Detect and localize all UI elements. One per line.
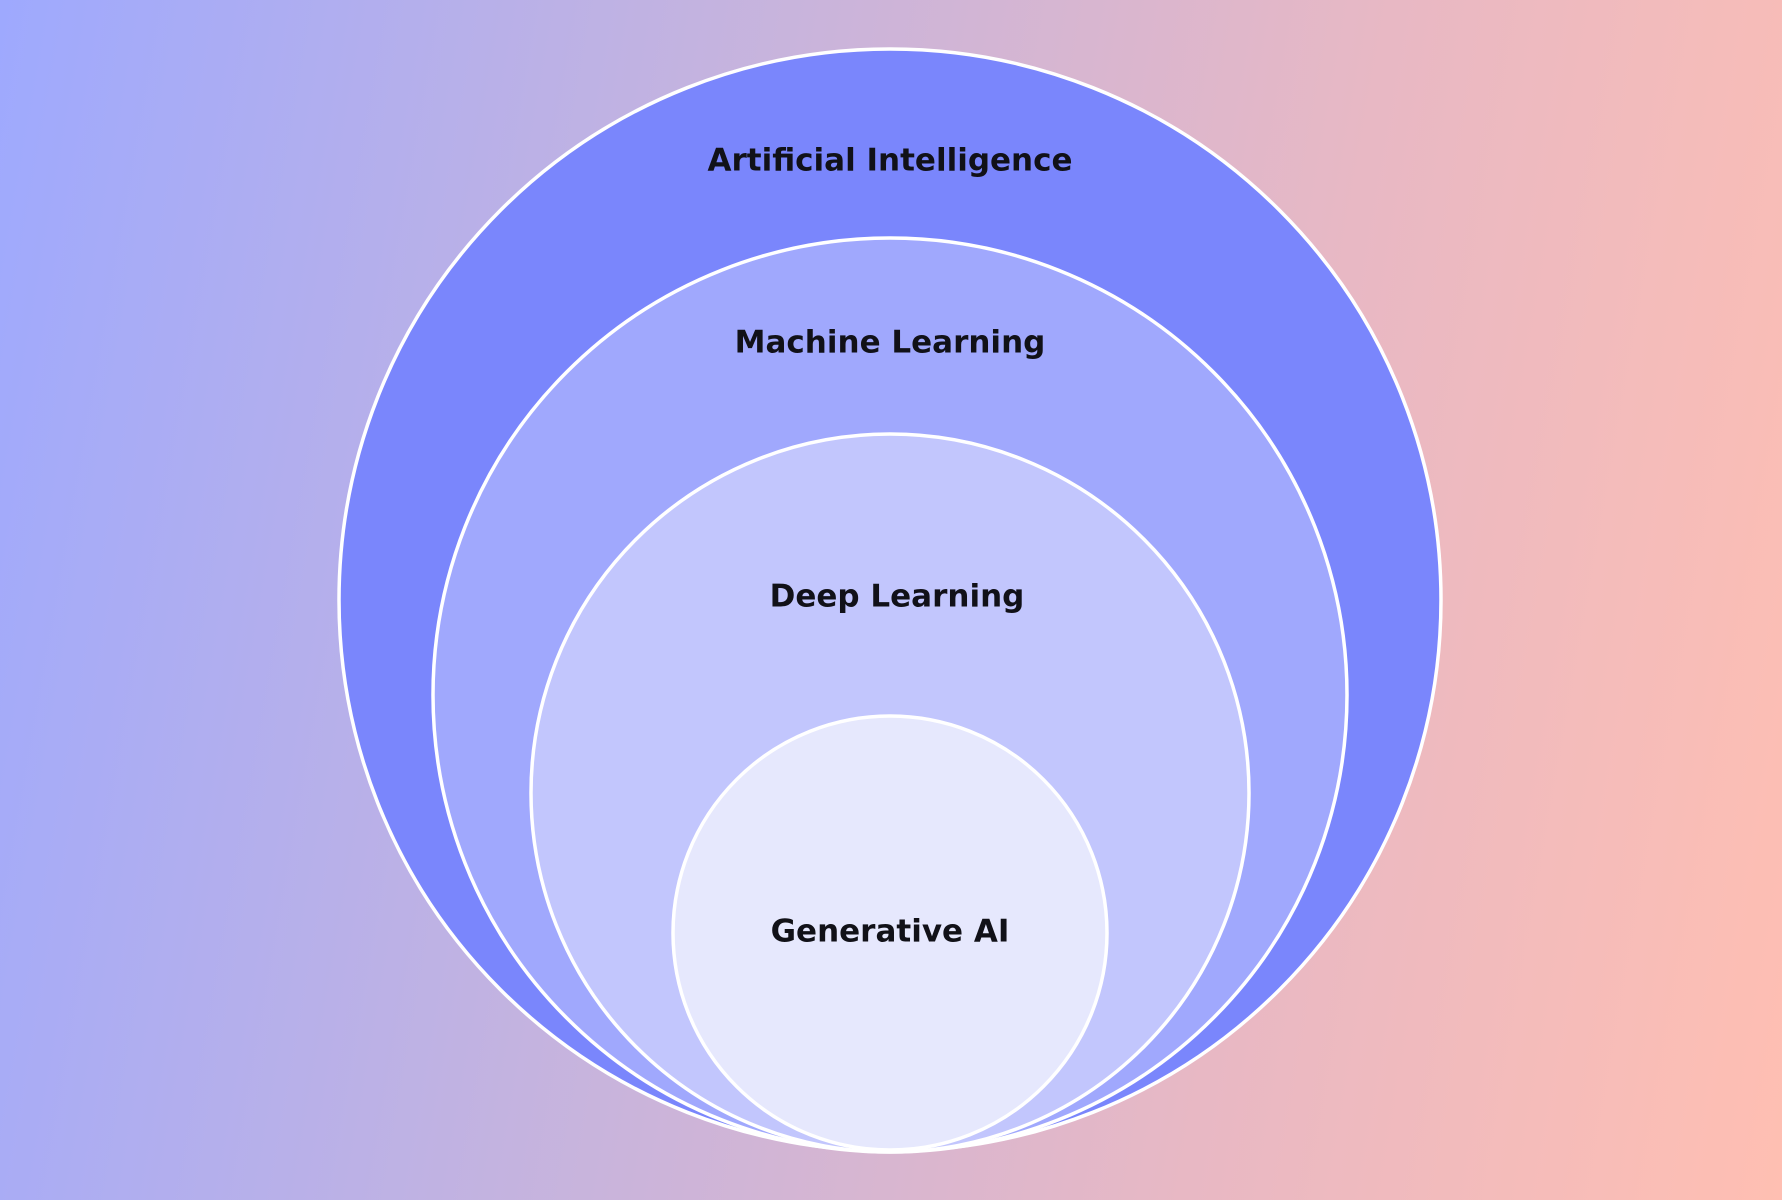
label-machine-learning: Machine Learning [735,325,1046,361]
layer-generative-ai: Generative AI [671,714,1109,1152]
label-artificial-intelligence: Artificial Intelligence [707,143,1072,179]
label-deep-learning: Deep Learning [770,579,1025,615]
label-generative-ai: Generative AI [771,914,1010,950]
circle-generative-ai [671,714,1109,1152]
